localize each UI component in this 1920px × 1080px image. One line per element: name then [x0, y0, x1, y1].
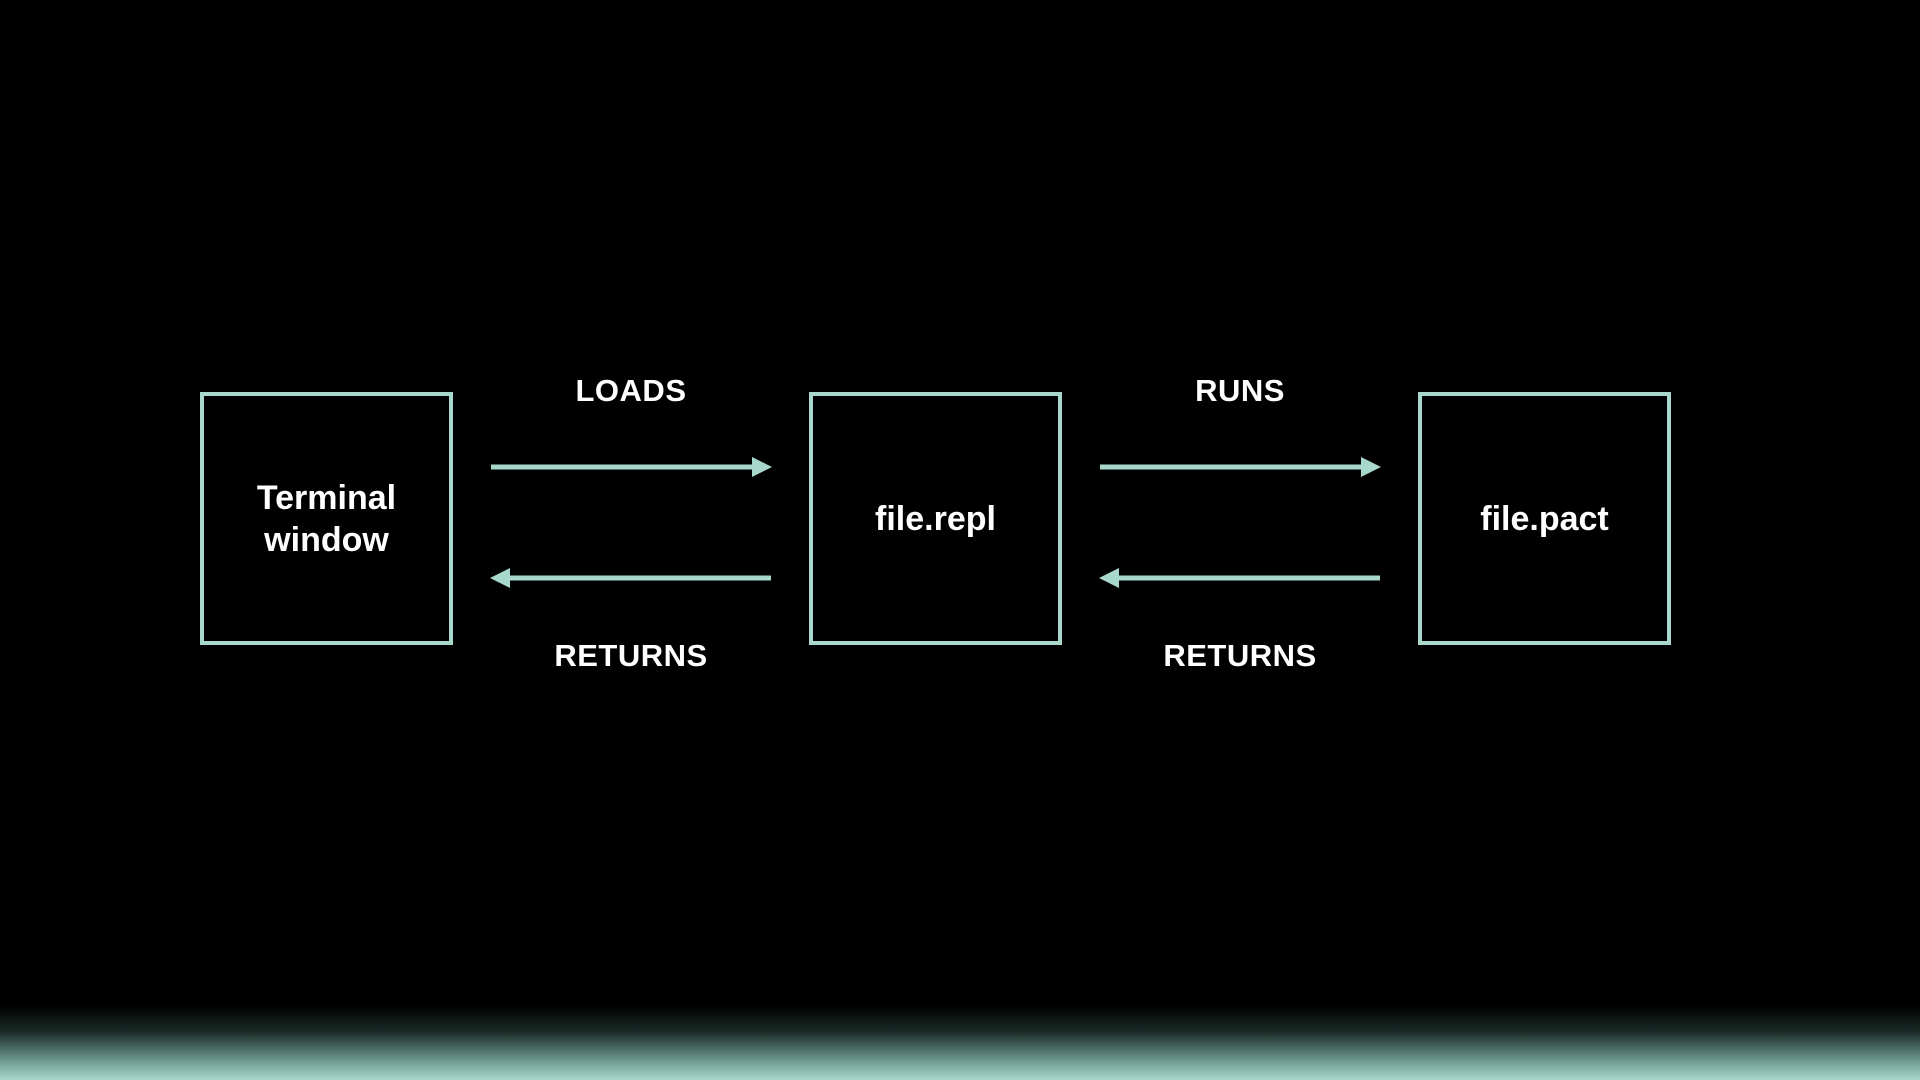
returns-arrow-left [490, 568, 771, 588]
bottom-gradient-bar [0, 1005, 1920, 1080]
returns-edge-label-right: RETURNS [1163, 638, 1317, 673]
runs-edge-label: RUNS [1195, 373, 1285, 408]
runs-arrow [1100, 457, 1381, 477]
file-pact-node: file.pact [1418, 392, 1671, 645]
loads-arrow [491, 457, 772, 477]
terminal-window-label: Terminal window [256, 478, 397, 559]
loads-edge-label: LOADS [575, 373, 687, 408]
file-repl-node: file.repl [809, 392, 1062, 645]
returns-arrow-right [1099, 568, 1380, 588]
file-repl-label: file.repl [875, 499, 996, 538]
returns-edge-label-left: RETURNS [554, 638, 708, 673]
file-pact-label: file.pact [1480, 499, 1609, 538]
terminal-window-node: Terminal window [200, 392, 453, 645]
